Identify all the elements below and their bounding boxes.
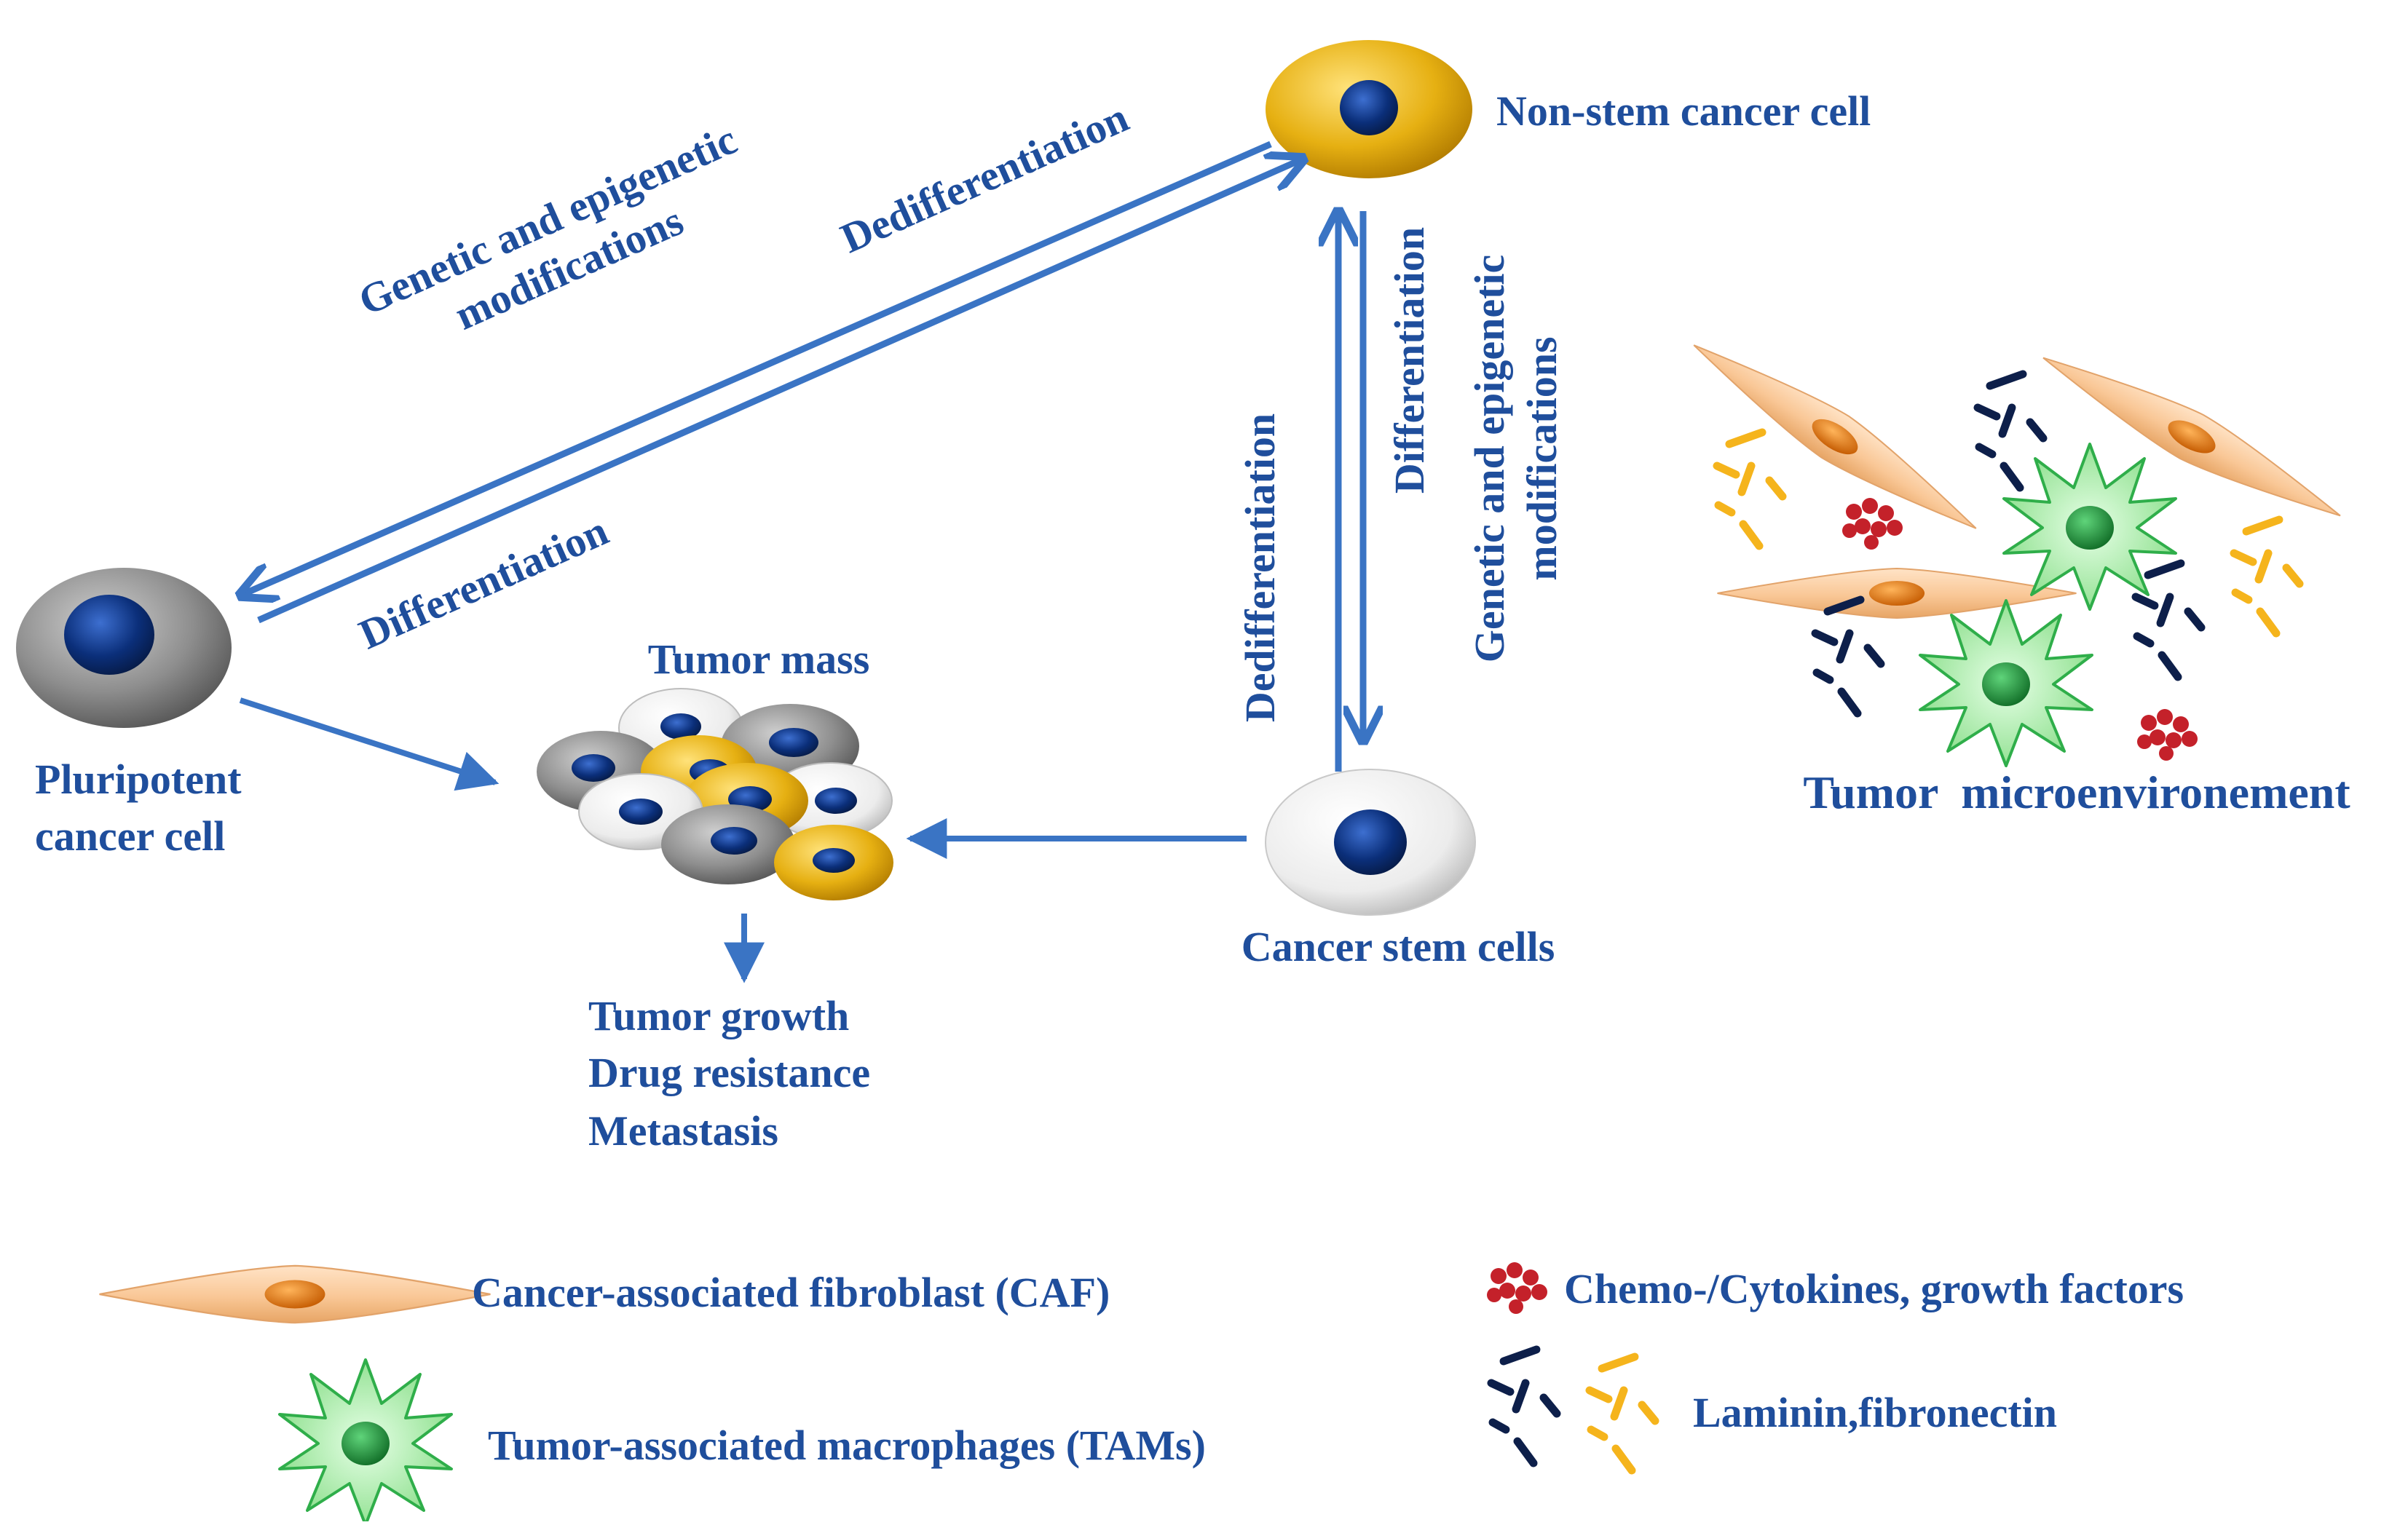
fibroblast-icon [1716, 567, 2077, 619]
laminin-fibronectin-icon [2234, 520, 2300, 633]
laminin-fibronectin-icon [2136, 563, 2201, 677]
legend-tam-label: Tumor-associated macrophages (TAMs) [488, 1422, 1206, 1469]
legend-cytokine-icon [1487, 1262, 1547, 1314]
label-pluripotent-line1: Pluripotent [35, 756, 242, 803]
cell-icon [661, 804, 795, 884]
label-pluripotent-line2: cancer cell [35, 812, 225, 860]
edge-label-genetic-vert-line1: Genetic and epigenetic [1466, 255, 1513, 663]
legend-laminin-label: Laminin,fibronectin [1693, 1389, 2057, 1436]
outcome-drug-resistance: Drug resistance [588, 1049, 870, 1096]
label-cancer-stem-cells: Cancer stem cells [1241, 923, 1555, 970]
legend-caf-label: Cancer-associated fibroblast (CAF) [472, 1269, 1110, 1316]
cell-icon [774, 825, 893, 900]
legend-caf-icon [98, 1264, 492, 1324]
cytokine-icon [2137, 709, 2198, 761]
tumor-mass-icon [537, 688, 893, 900]
laminin-fibronectin-icon [1717, 432, 1783, 546]
legend-chemokines-label: Chemo-/Cytokines, growth factors [1564, 1265, 2184, 1312]
label-non-stem-cancer-cell: Non-stem cancer cell [1496, 87, 1871, 135]
label-tumor-mass: Tumor mass [648, 635, 870, 683]
macrophage-icon [1919, 599, 2093, 767]
fibroblast-icon [1679, 323, 1991, 550]
label-tumor-microenvironment: Tumor microenvironement [1803, 767, 2350, 818]
laminin-fibronectin-icon [1978, 374, 2043, 488]
arrow-nonstem-to-pluripotent [240, 140, 1272, 595]
legend-tam-icon [278, 1358, 453, 1525]
arrow-pluripotent-to-nonstem [257, 159, 1303, 624]
cancer-stem-cell-icon [1265, 769, 1476, 916]
non-stem-cancer-cell-icon [1266, 40, 1472, 178]
tumor-microenvironment-illustration [1679, 323, 2353, 767]
cytokine-icon [1842, 498, 1903, 550]
pluripotent-cancer-cell-icon [16, 568, 232, 728]
edge-label-genetic-vert-line2: modifications [1518, 336, 1566, 580]
legend-laminin-dark-icon [1491, 1350, 1557, 1463]
outcome-tumor-growth: Tumor growth [588, 992, 849, 1039]
edge-label-dedifferentiation-diag: Dedifferentiation [834, 93, 1135, 262]
edge-label-differentiation-vert: Differentiation [1386, 227, 1433, 494]
legend: Cancer-associated fibroblast (CAF) Tumor… [98, 1262, 2184, 1525]
arrow-pluripotent-to-tumor-mass [239, 697, 500, 791]
legend-laminin-gold-icon [1590, 1357, 1655, 1470]
outcome-metastasis: Metastasis [588, 1107, 778, 1154]
edge-label-dedifferentiation-vert: Dedifferentiation [1236, 413, 1284, 722]
